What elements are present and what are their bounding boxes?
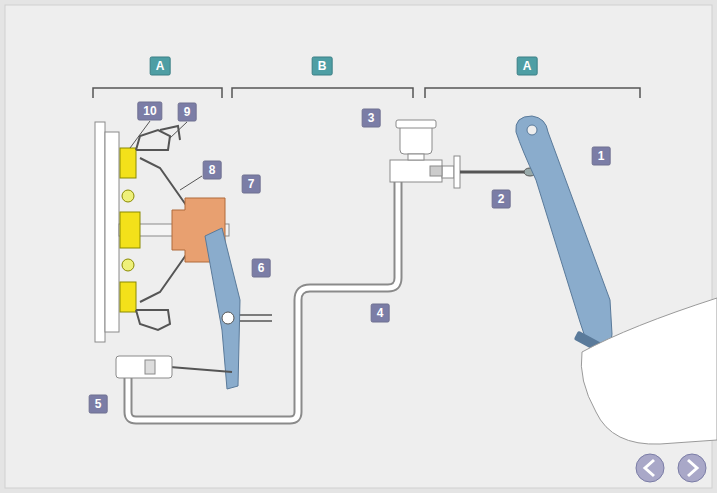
flywheel [95,122,119,342]
slave-cylinder [116,356,232,378]
bracket [93,88,640,98]
callout-number: 4 [371,304,390,323]
section-letter: A [517,57,538,76]
callout-number: 3 [362,109,381,128]
section-letter: B [312,57,333,76]
release-fork [205,228,272,389]
callout-number: 1 [592,147,611,166]
callout-number: 5 [89,395,108,414]
callout-number: 9 [178,103,197,122]
master-cylinder [390,120,460,188]
nav-button [636,454,706,482]
driver-foot [581,298,717,444]
clutch-pedal [516,116,612,355]
callout-number: 2 [492,190,511,209]
leader-line [130,121,202,190]
callout-number: 8 [203,161,222,180]
hydraulic-pipe [128,182,398,420]
callout-number: 7 [242,175,261,194]
section-letter: A [150,57,171,76]
push-rod [460,168,536,176]
callout-number: 10 [137,102,162,121]
clutch-disc [120,148,140,312]
callout-number: 6 [252,259,271,278]
